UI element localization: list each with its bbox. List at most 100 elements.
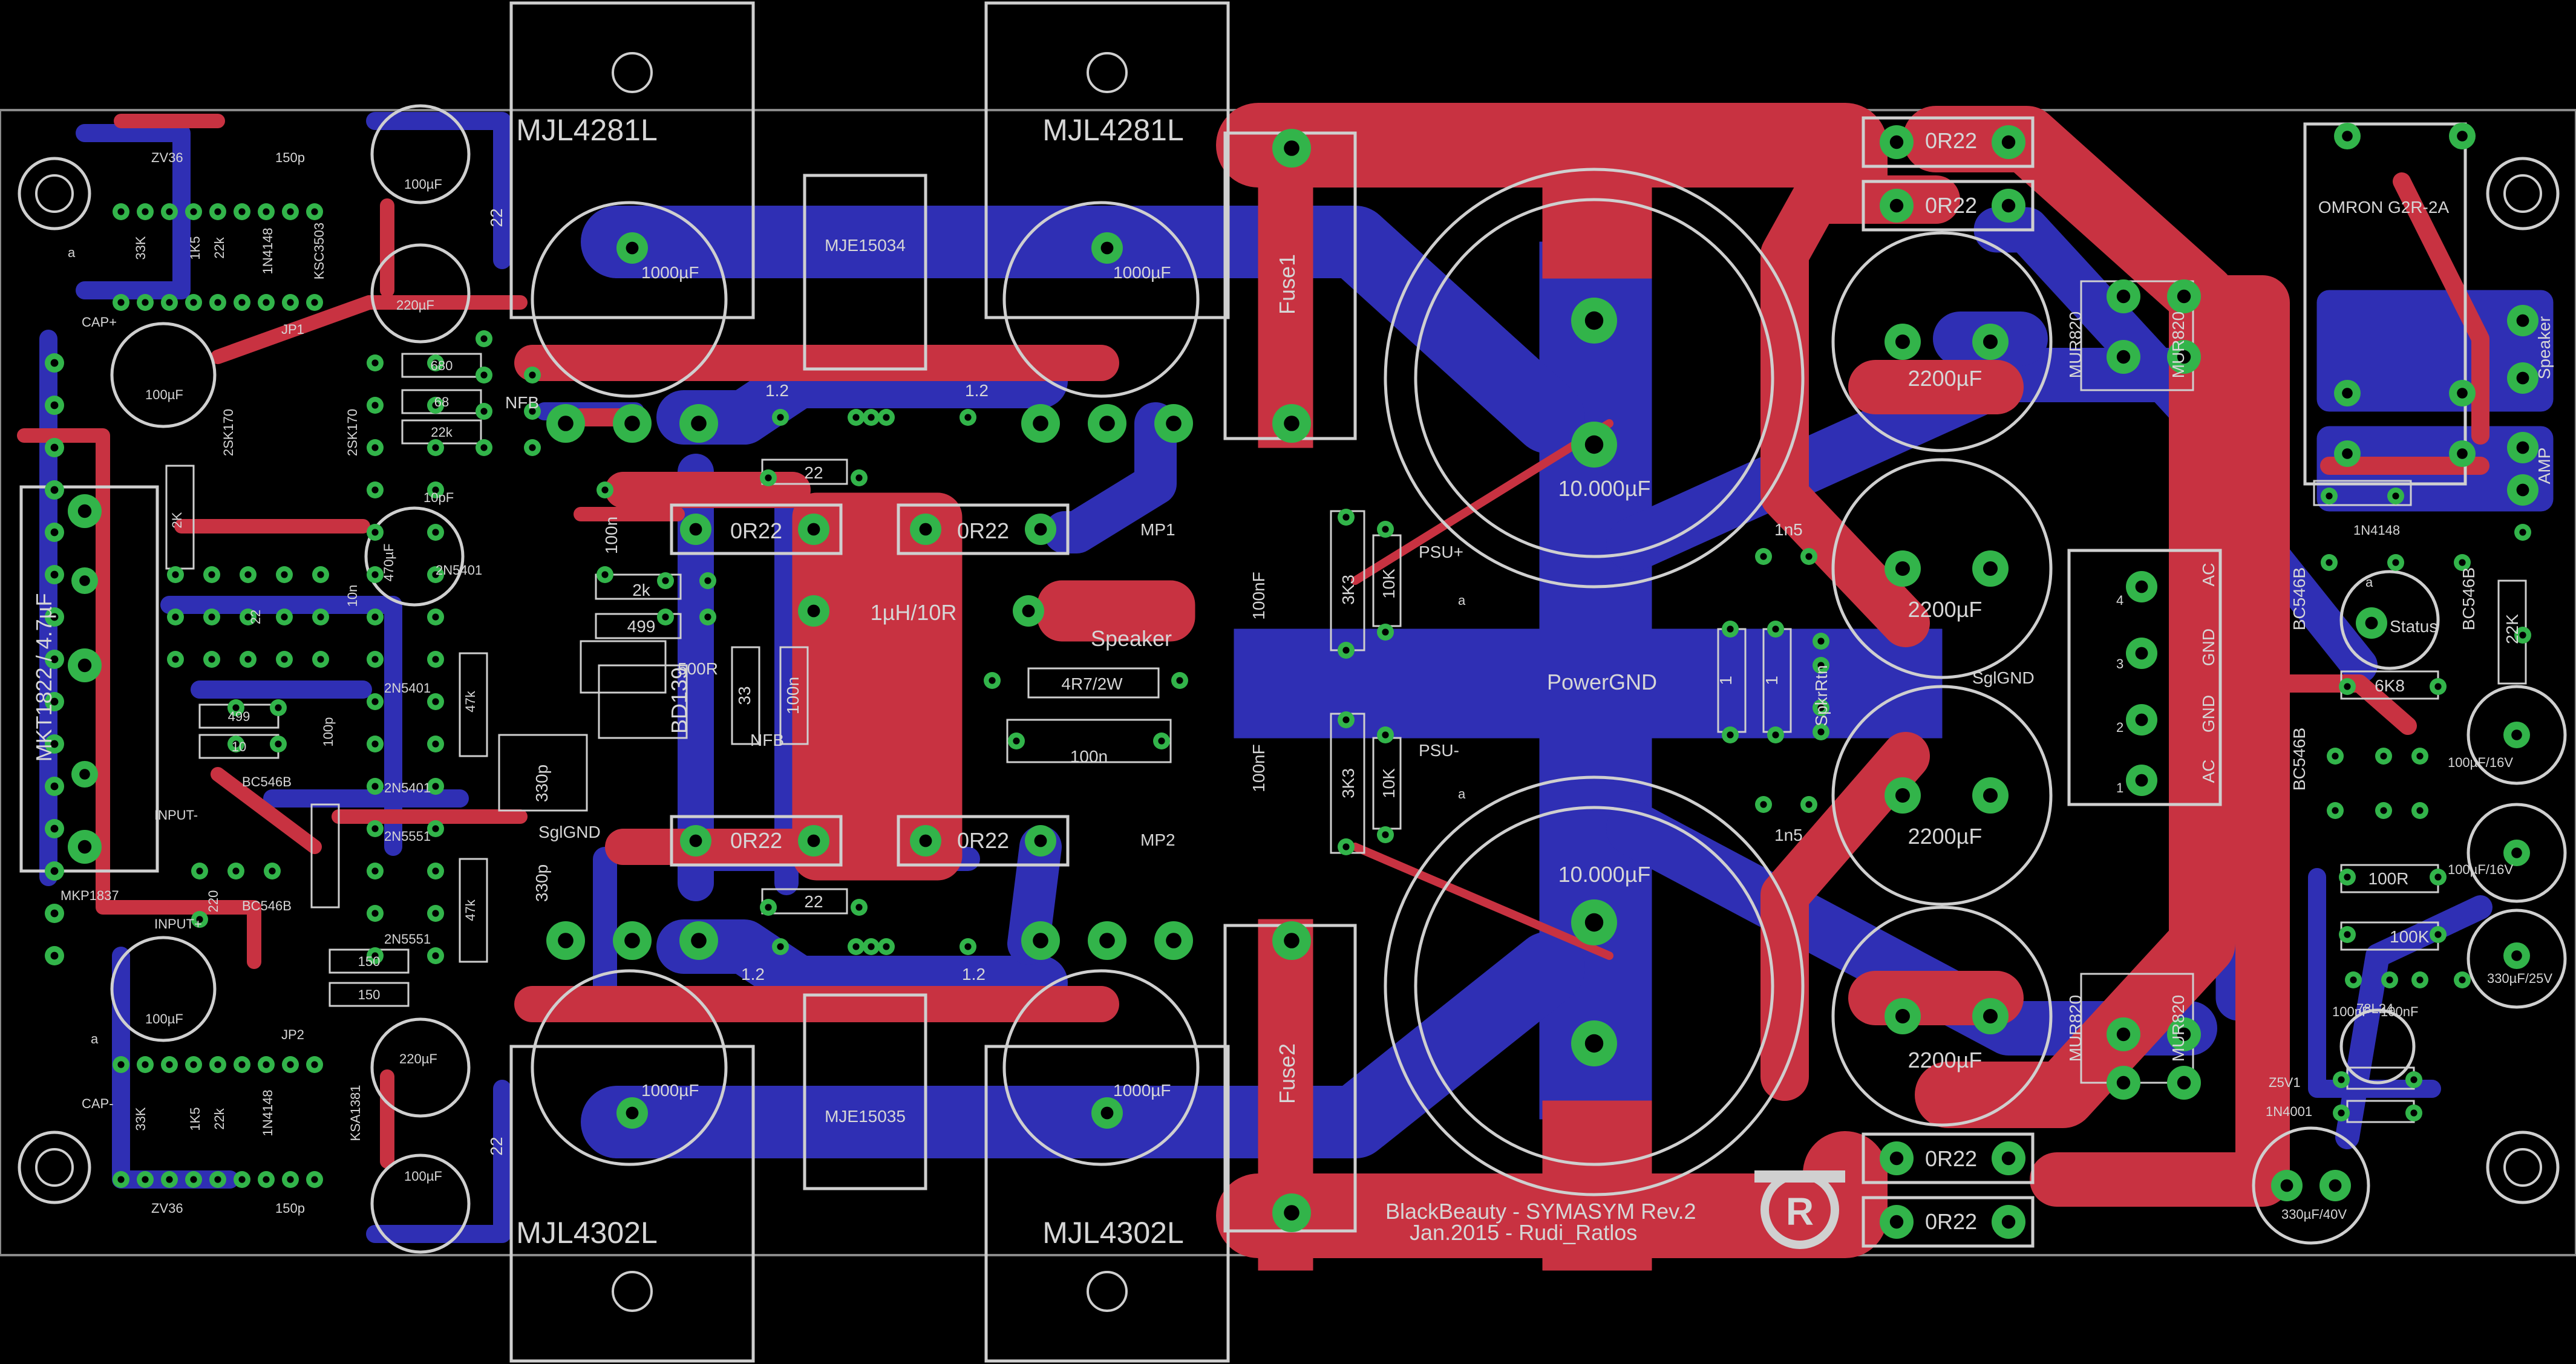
- label-jp2: JP2: [281, 1027, 304, 1042]
- pad-hole: [50, 570, 59, 579]
- label-term-4: 4: [2116, 593, 2123, 608]
- label-mjl4302l-left: MJL4302L: [516, 1216, 658, 1250]
- pad-hole: [432, 656, 439, 663]
- pad-hole: [371, 613, 379, 621]
- label-r22-vert-top: 22: [487, 208, 506, 227]
- pad-hole: [238, 208, 246, 215]
- label-r680: 680: [431, 358, 453, 373]
- pad-hole: [432, 740, 439, 748]
- pad-hole: [2434, 931, 2442, 938]
- label-cap-220u-a: 220µF: [396, 298, 434, 313]
- pad-hole: [2326, 492, 2333, 500]
- pad-hole: [1342, 716, 1350, 723]
- pad-hole: [2459, 976, 2466, 984]
- pad-hole: [214, 1176, 221, 1183]
- pad-hole: [311, 1176, 318, 1183]
- label-2n5401-b: 2N5401: [384, 680, 431, 696]
- label-0r22-tr-1: 0R22: [1925, 128, 1977, 153]
- pad-hole: [1022, 604, 1035, 618]
- pad-hole: [2177, 1075, 2191, 1090]
- pad-hole: [2416, 976, 2424, 984]
- pad-hole: [2519, 631, 2526, 639]
- pad-hole: [238, 299, 246, 306]
- label-mur820-3: MUR820: [2066, 995, 2085, 1062]
- label-input-minus: INPUT-: [154, 808, 198, 823]
- pad-hole: [371, 867, 379, 875]
- pad-hole: [287, 208, 294, 215]
- pad-hole: [1100, 1106, 1114, 1120]
- pad-hole: [50, 486, 59, 494]
- label-cap-1000-tr: 1000µF: [1113, 263, 1171, 282]
- pad-hole: [1895, 1009, 1910, 1023]
- pad-hole: [142, 208, 149, 215]
- label-r22-top: 22: [804, 463, 823, 482]
- pad-hole: [1817, 704, 1825, 711]
- label-mp2: MP2: [1140, 830, 1175, 849]
- label-100p: 100p: [321, 717, 336, 747]
- pad-hole: [432, 571, 439, 578]
- label-0r22-mid-3: 0R22: [730, 828, 782, 853]
- pad-hole: [311, 1061, 318, 1068]
- pad-hole: [1033, 933, 1048, 948]
- pad-hole: [1034, 523, 1047, 536]
- label-1n4148-a: 1N4148: [260, 227, 275, 274]
- label-150p-top: 150p: [275, 150, 305, 165]
- label-3k3-bottom: 3K3: [1339, 768, 1358, 798]
- pad-hole: [1889, 135, 1904, 149]
- pad-hole: [2135, 647, 2148, 660]
- pad-hole: [432, 444, 439, 451]
- pad-hole: [1805, 553, 1813, 560]
- pad-hole: [1342, 843, 1350, 850]
- label-main-cap-bottom: 10.000µF: [1558, 862, 1651, 887]
- pad-hole: [2344, 931, 2351, 938]
- label-mur820-1: MUR820: [2066, 312, 2085, 378]
- pad-hole: [166, 299, 173, 306]
- pads-layer: [45, 123, 2538, 1239]
- label-ksc3503: KSC3503: [312, 223, 327, 279]
- pad-hole: [1584, 311, 1604, 330]
- label-fuse1: Fuse1: [1275, 254, 1299, 315]
- pad-hole: [287, 1176, 294, 1183]
- pad-hole: [2380, 752, 2387, 760]
- label-cap-1000-br: 1000µF: [1113, 1081, 1171, 1100]
- pad-hole: [371, 486, 379, 494]
- label-bc546b-right-3: BC546B: [2290, 728, 2309, 791]
- label-33k-a: 33K: [133, 236, 148, 259]
- pad-hole: [2332, 807, 2339, 814]
- label-main-cap-top: 10.000µF: [1558, 476, 1651, 501]
- pad-hole: [371, 910, 379, 917]
- label-1v2-c: 1.2: [741, 965, 765, 984]
- pad-hole: [1584, 1034, 1604, 1053]
- label-150p-bottom: 150p: [275, 1201, 305, 1216]
- label-bc546b-right-1: BC546B: [2290, 567, 2309, 630]
- pad-hole: [1382, 831, 1389, 838]
- pad-hole: [142, 299, 149, 306]
- pad-hole: [50, 782, 59, 791]
- pad-hole: [172, 613, 179, 621]
- label-amp: AMP: [2535, 448, 2554, 485]
- label-22k-c: 22k: [212, 1108, 227, 1129]
- pad-hole: [142, 1061, 149, 1068]
- pad-hole: [2457, 131, 2468, 142]
- pad-hole: [2416, 807, 2424, 814]
- label-sgl-gnd-left: SglGND: [538, 823, 601, 841]
- pad-hole: [626, 1106, 639, 1120]
- pad-hole: [238, 1176, 246, 1183]
- pad-hole: [2116, 1075, 2131, 1090]
- label-499-center: 499: [627, 617, 656, 636]
- pad-hole: [2392, 559, 2399, 566]
- pad-hole: [317, 571, 324, 578]
- label-ac-bottom: AC: [2199, 760, 2218, 783]
- label-gnd-1: GND: [2199, 628, 2218, 666]
- label-speaker-center: Speaker: [1091, 626, 1172, 651]
- label-r22k-right: 22K: [2503, 614, 2522, 644]
- pad-hole: [117, 1176, 125, 1183]
- label-cap-1000-bl: 1000µF: [641, 1081, 699, 1100]
- pad-hole: [79, 575, 90, 586]
- label-term-1: 1: [2116, 780, 2123, 795]
- label-500r: 500R: [678, 659, 718, 678]
- label-1n4148-b: 1N4148: [260, 1089, 275, 1136]
- label-r220: 220: [206, 890, 221, 913]
- pad-hole: [2434, 683, 2442, 690]
- label-cap-100u-a: 100µF: [145, 387, 183, 402]
